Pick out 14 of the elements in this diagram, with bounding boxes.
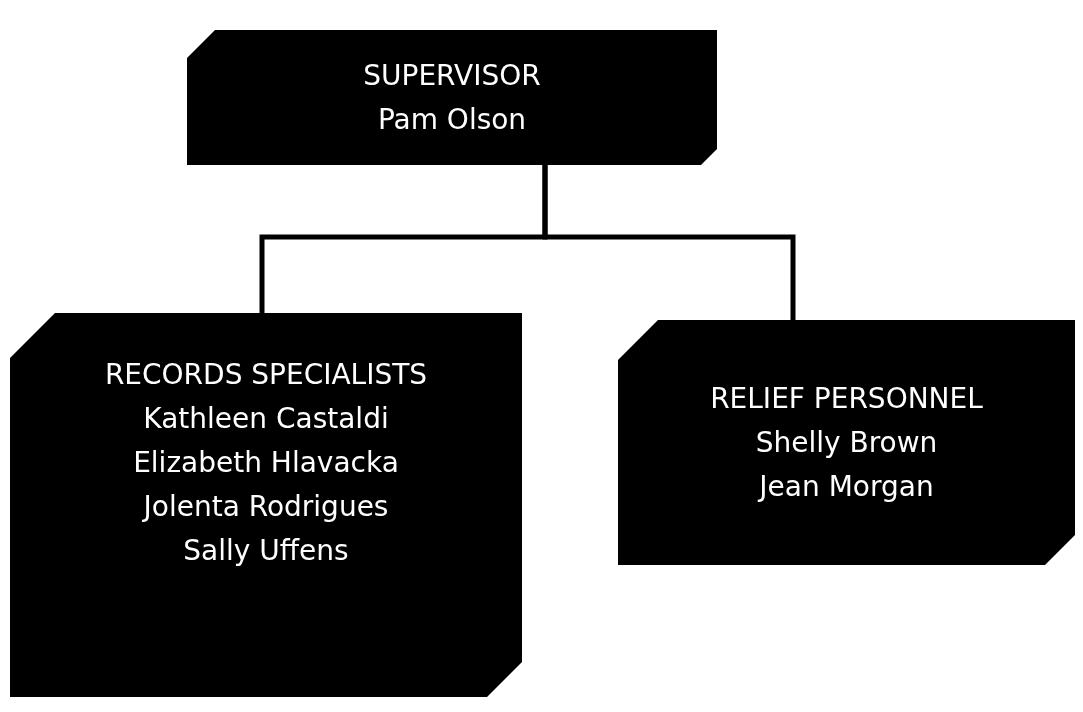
org-box (10, 313, 522, 697)
org-box (618, 320, 1075, 565)
person-name: Kathleen Castaldi (143, 401, 389, 437)
org-box (187, 30, 717, 165)
person-name: Jolenta Rodrigues (143, 489, 389, 525)
role-title: RECORDS SPECIALISTS (104, 357, 428, 393)
person-name: Pam Olson (377, 101, 527, 138)
connector-line (542, 165, 796, 320)
person-name: Jean Morgan (759, 468, 934, 505)
role-title: SUPERVISOR (363, 57, 541, 94)
person-name: Shelly Brown (755, 424, 938, 461)
person-name: Elizabeth Hlavacka (133, 445, 399, 481)
role-title: RELIEF PERSONNEL (710, 380, 983, 417)
person-name: Sally Uffens (183, 533, 349, 569)
